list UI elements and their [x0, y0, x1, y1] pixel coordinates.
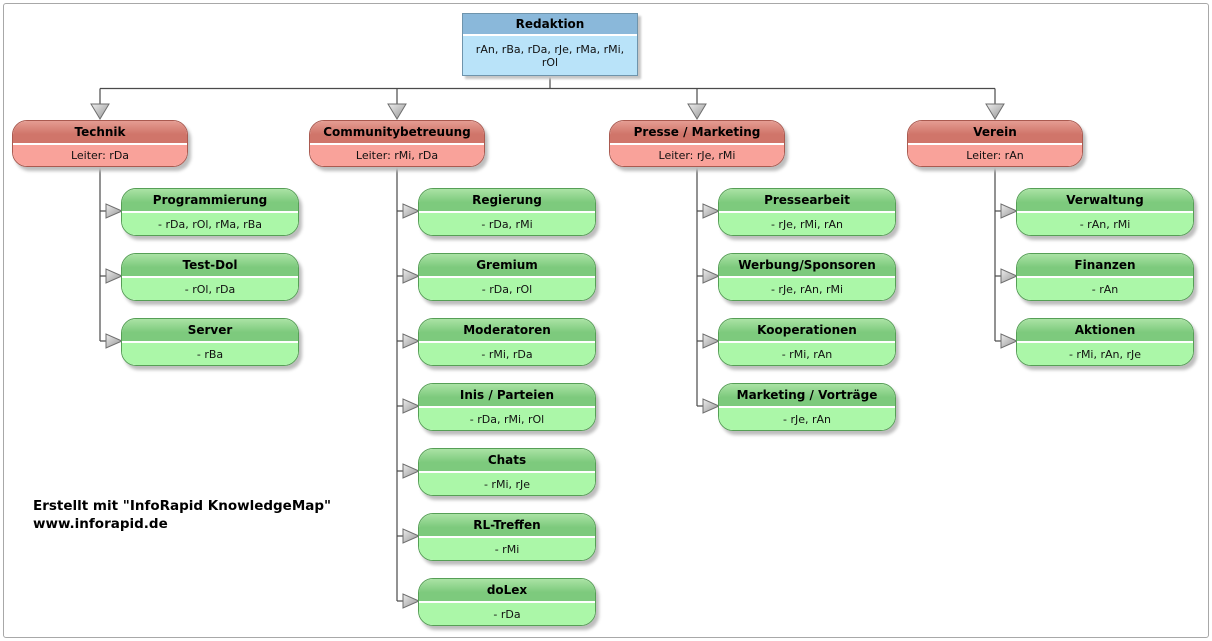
- branch-node-members: Leiter: rAn: [908, 145, 1082, 166]
- child-node-title: Programmierung: [122, 189, 298, 213]
- branch-node-members: Leiter: rDa: [13, 145, 187, 166]
- child-node-aktionen[interactable]: Aktionen- rMi, rAn, rJe: [1016, 318, 1194, 366]
- child-node-members: - rDa, rMi, rOl: [419, 408, 595, 430]
- branch-node-title: Technik: [13, 121, 187, 145]
- child-node-chats[interactable]: Chats- rMi, rJe: [418, 448, 596, 496]
- child-node-werbung-sponsoren[interactable]: Werbung/Sponsoren- rJe, rAn, rMi: [718, 253, 896, 301]
- root-node-redaktion[interactable]: Redaktion rAn, rBa, rDa, rJe, rMa, rMi, …: [462, 13, 638, 76]
- child-node-members: - rMi, rDa: [419, 343, 595, 365]
- child-node-members: - rDa: [419, 603, 595, 625]
- credit-line2: www.inforapid.de: [33, 516, 168, 532]
- child-node-members: - rJe, rAn: [719, 408, 895, 430]
- child-node-members: - rMi, rJe: [419, 473, 595, 495]
- child-node-moderatoren[interactable]: Moderatoren- rMi, rDa: [418, 318, 596, 366]
- child-node-dolex[interactable]: doLex- rDa: [418, 578, 596, 626]
- child-node-members: - rDa, rMi: [419, 213, 595, 235]
- child-node-title: Werbung/Sponsoren: [719, 254, 895, 278]
- child-node-title: Pressearbeit: [719, 189, 895, 213]
- child-node-title: Regierung: [419, 189, 595, 213]
- credit-text: Erstellt mit "InfoRapid KnowledgeMap" ww…: [33, 497, 331, 533]
- child-node-finanzen[interactable]: Finanzen- rAn: [1016, 253, 1194, 301]
- child-node-inis-parteien[interactable]: Inis / Parteien- rDa, rMi, rOl: [418, 383, 596, 431]
- child-node-gremium[interactable]: Gremium- rDa, rOl: [418, 253, 596, 301]
- credit-line1: Erstellt mit "InfoRapid KnowledgeMap": [33, 498, 332, 514]
- child-node-regierung[interactable]: Regierung- rDa, rMi: [418, 188, 596, 236]
- child-node-members: - rJe, rMi, rAn: [719, 213, 895, 235]
- child-node-programmierung[interactable]: Programmierung- rDa, rOl, rMa, rBa: [121, 188, 299, 236]
- child-node-members: - rMi, rAn, rJe: [1017, 343, 1193, 365]
- child-node-title: RL-Treffen: [419, 514, 595, 538]
- child-node-title: Aktionen: [1017, 319, 1193, 343]
- child-node-title: Finanzen: [1017, 254, 1193, 278]
- child-node-title: doLex: [419, 579, 595, 603]
- branch-node-title: Verein: [908, 121, 1082, 145]
- child-node-title: Moderatoren: [419, 319, 595, 343]
- child-node-pressearbeit[interactable]: Pressearbeit- rJe, rMi, rAn: [718, 188, 896, 236]
- child-node-rl-treffen[interactable]: RL-Treffen- rMi: [418, 513, 596, 561]
- child-node-members: - rJe, rAn, rMi: [719, 278, 895, 300]
- branch-node-title: Communitybetreuung: [310, 121, 484, 145]
- child-node-title: Chats: [419, 449, 595, 473]
- child-node-members: - rDa, rOl, rMa, rBa: [122, 213, 298, 235]
- child-node-title: Marketing / Vorträge: [719, 384, 895, 408]
- child-node-title: Verwaltung: [1017, 189, 1193, 213]
- child-node-members: - rAn, rMi: [1017, 213, 1193, 235]
- root-node-title: Redaktion: [463, 14, 637, 36]
- branch-node-members: Leiter: rJe, rMi: [610, 145, 784, 166]
- child-node-verwaltung[interactable]: Verwaltung- rAn, rMi: [1016, 188, 1194, 236]
- child-node-title: Kooperationen: [719, 319, 895, 343]
- child-node-members: - rMi: [419, 538, 595, 560]
- root-node-members: rAn, rBa, rDa, rJe, rMa, rMi, rOl: [463, 36, 637, 75]
- child-node-kooperationen[interactable]: Kooperationen- rMi, rAn: [718, 318, 896, 366]
- child-node-title: Inis / Parteien: [419, 384, 595, 408]
- child-node-test-dol[interactable]: Test-Dol- rOl, rDa: [121, 253, 299, 301]
- child-node-title: Gremium: [419, 254, 595, 278]
- child-node-members: - rOl, rDa: [122, 278, 298, 300]
- child-node-members: - rMi, rAn: [719, 343, 895, 365]
- child-node-server[interactable]: Server- rBa: [121, 318, 299, 366]
- child-node-marketing-vortr-ge[interactable]: Marketing / Vorträge- rJe, rAn: [718, 383, 896, 431]
- child-node-title: Server: [122, 319, 298, 343]
- branch-node-members: Leiter: rMi, rDa: [310, 145, 484, 166]
- child-node-title: Test-Dol: [122, 254, 298, 278]
- child-node-members: - rDa, rOl: [419, 278, 595, 300]
- child-node-members: - rBa: [122, 343, 298, 365]
- child-node-members: - rAn: [1017, 278, 1193, 300]
- branch-node-title: Presse / Marketing: [610, 121, 784, 145]
